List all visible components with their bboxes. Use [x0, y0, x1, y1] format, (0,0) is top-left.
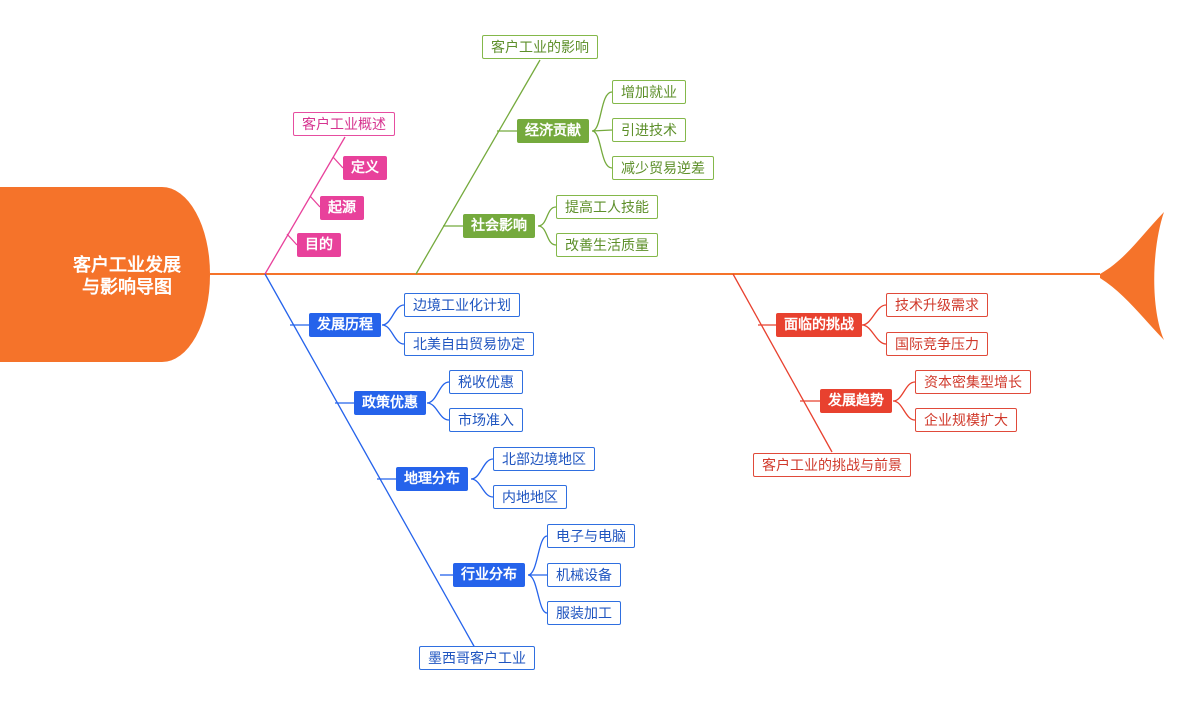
overview-item-origin[interactable]: 起源	[320, 196, 364, 220]
overview-item-definition[interactable]: 定义	[343, 156, 387, 180]
industry-label[interactable]: 行业分布	[453, 563, 525, 587]
geography-item-north[interactable]: 北部边境地区	[493, 447, 595, 471]
challenge-item-competition[interactable]: 国际竞争压力	[886, 332, 988, 356]
social-item-life[interactable]: 改善生活质量	[556, 233, 658, 257]
economic-contribution[interactable]: 经济贡献	[517, 119, 589, 143]
economic-item-jobs[interactable]: 增加就业	[612, 80, 686, 104]
challenges-title[interactable]: 客户工业的挑战与前景	[753, 453, 911, 477]
industry-item-garment[interactable]: 服装加工	[547, 601, 621, 625]
geography-label[interactable]: 地理分布	[396, 467, 468, 491]
mexico-title[interactable]: 墨西哥客户工业	[419, 646, 535, 670]
fish-tail	[1100, 212, 1164, 340]
trends-label[interactable]: 发展趋势	[820, 389, 892, 413]
impact-title[interactable]: 客户工业的影响	[482, 35, 598, 59]
social-item-skills[interactable]: 提高工人技能	[556, 195, 658, 219]
overview-title[interactable]: 客户工业概述	[293, 112, 395, 136]
overview-item-purpose[interactable]: 目的	[297, 233, 341, 257]
diagram-title: 客户工业发展 与影响导图	[73, 255, 181, 298]
industry-item-electronics[interactable]: 电子与电脑	[547, 524, 635, 548]
history-item-border[interactable]: 边境工业化计划	[404, 293, 520, 317]
economic-item-trade[interactable]: 减少贸易逆差	[612, 156, 714, 180]
geography-item-inland[interactable]: 内地地区	[493, 485, 567, 509]
fish-head	[0, 187, 210, 362]
policy-item-market[interactable]: 市场准入	[449, 408, 523, 432]
trend-item-capital[interactable]: 资本密集型增长	[915, 370, 1031, 394]
industry-item-machinery[interactable]: 机械设备	[547, 563, 621, 587]
economic-item-tech[interactable]: 引进技术	[612, 118, 686, 142]
trend-item-scale[interactable]: 企业规模扩大	[915, 408, 1017, 432]
policy-label[interactable]: 政策优惠	[354, 391, 426, 415]
history-label[interactable]: 发展历程	[309, 313, 381, 337]
history-item-nafta[interactable]: 北美自由贸易协定	[404, 332, 534, 356]
challenge-item-tech[interactable]: 技术升级需求	[886, 293, 988, 317]
policy-item-tax[interactable]: 税收优惠	[449, 370, 523, 394]
social-impact[interactable]: 社会影响	[463, 214, 535, 238]
challenges-label[interactable]: 面临的挑战	[776, 313, 862, 337]
